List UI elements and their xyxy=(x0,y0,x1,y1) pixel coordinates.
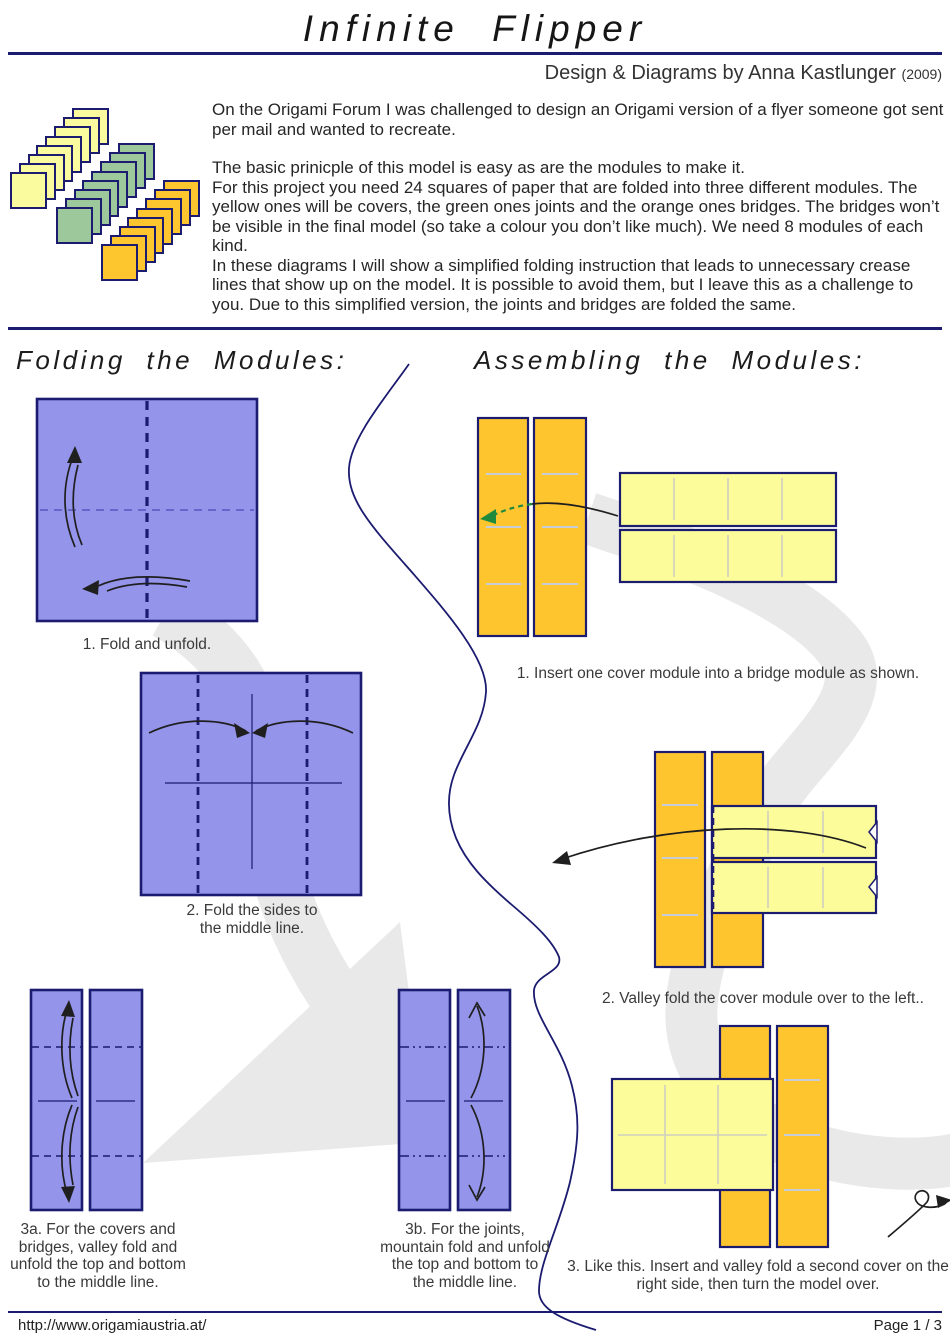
paper-square xyxy=(139,671,363,897)
cover-half-bottom xyxy=(710,860,878,915)
title-rule xyxy=(8,52,942,55)
cover-creases xyxy=(673,478,783,577)
byline-text: Design & Diagrams by Anna Kastlunger xyxy=(544,62,896,84)
assembling-step3-caption: 3. Like this. Insert and valley fold a s… xyxy=(567,1258,949,1293)
assembling-section-heading: Assembling the Modules: xyxy=(474,345,865,375)
bridge-half-right xyxy=(775,1024,830,1249)
assembling-step3-figure xyxy=(610,1024,950,1249)
bridge-creases xyxy=(486,473,578,585)
bridge-half-right xyxy=(710,750,765,969)
divider-curve xyxy=(348,363,597,1331)
fold-unfold-arrow-icon xyxy=(60,1104,79,1203)
watermark-arrow-head xyxy=(143,922,428,1163)
bridge-creases xyxy=(662,804,698,916)
cover-edge-notches xyxy=(868,819,878,900)
intro-text: On the Origami Forum I was challenged to… xyxy=(212,100,948,314)
folding-step1-figure xyxy=(35,397,259,623)
stack-square-joints xyxy=(56,207,93,244)
section-rule xyxy=(8,327,942,330)
insert-path-arrow xyxy=(531,502,619,517)
valley-fold-lines xyxy=(32,1046,141,1157)
stack-square-bridges xyxy=(101,244,138,281)
folding-step3a-figure xyxy=(29,988,144,1212)
byline-year: (2009) xyxy=(901,66,942,82)
page-title: Infinite Flipper xyxy=(302,8,648,49)
insert-arrow-icon xyxy=(480,502,533,524)
assembling-step1-caption: 1. Insert one cover module into a bridge… xyxy=(516,665,920,682)
stacks-illustration xyxy=(8,98,210,290)
fold-unfold-arrow-icon xyxy=(64,446,83,548)
fold-left-arrow-icon xyxy=(552,827,867,865)
folding-step2-figure xyxy=(139,671,363,897)
stack-square-covers xyxy=(10,172,47,209)
paper-half-left xyxy=(397,988,452,1212)
folding-step3b-figure xyxy=(397,988,512,1212)
turn-over-icon xyxy=(887,1189,950,1238)
intro-paragraph-1: On the Origami Forum I was challenged to… xyxy=(212,100,944,139)
mountain-fold-arrow-icon xyxy=(468,1104,486,1202)
fold-arrow-icon xyxy=(148,720,250,738)
assembling-step2-figure xyxy=(552,750,878,969)
assembling-step2-caption: 2. Valley fold the cover module over to … xyxy=(602,990,924,1007)
paper-half-right xyxy=(88,988,144,1212)
fold-unfold-arrow-icon xyxy=(60,1000,79,1099)
bridge-half-left xyxy=(653,750,707,969)
folding-section-heading: Folding the Modules: xyxy=(16,345,348,375)
fold-arrow-icon xyxy=(252,720,354,738)
folding-step3a-caption: 3a. For the covers and bridges, valley f… xyxy=(10,1221,186,1291)
footer-rule xyxy=(8,1311,942,1313)
footer-url: http://www.origamiaustria.at/ xyxy=(18,1317,207,1334)
fold-arrow-icon xyxy=(82,576,191,595)
folding-step1-caption: 1. Fold and unfold. xyxy=(82,636,212,653)
assembling-step1-figure xyxy=(476,416,838,638)
cover-creases xyxy=(618,1085,767,1184)
paper-half-right xyxy=(456,988,512,1212)
folding-step3b-caption: 3b. For the joints, mountain fold and un… xyxy=(380,1221,550,1291)
byline: Design & Diagrams by Anna Kastlunger (20… xyxy=(0,62,942,85)
cover-creases xyxy=(767,811,824,908)
folding-step2-caption: 2. Fold the sides to the middle line. xyxy=(186,902,318,937)
paper-half-left xyxy=(29,988,84,1212)
bridge-creases xyxy=(784,1079,820,1191)
footer-page-number: Page 1 / 3 xyxy=(873,1317,942,1334)
intro-paragraph-2: The basic prinicple of this model is eas… xyxy=(212,158,940,314)
mountain-fold-arrow-icon xyxy=(468,1001,486,1099)
